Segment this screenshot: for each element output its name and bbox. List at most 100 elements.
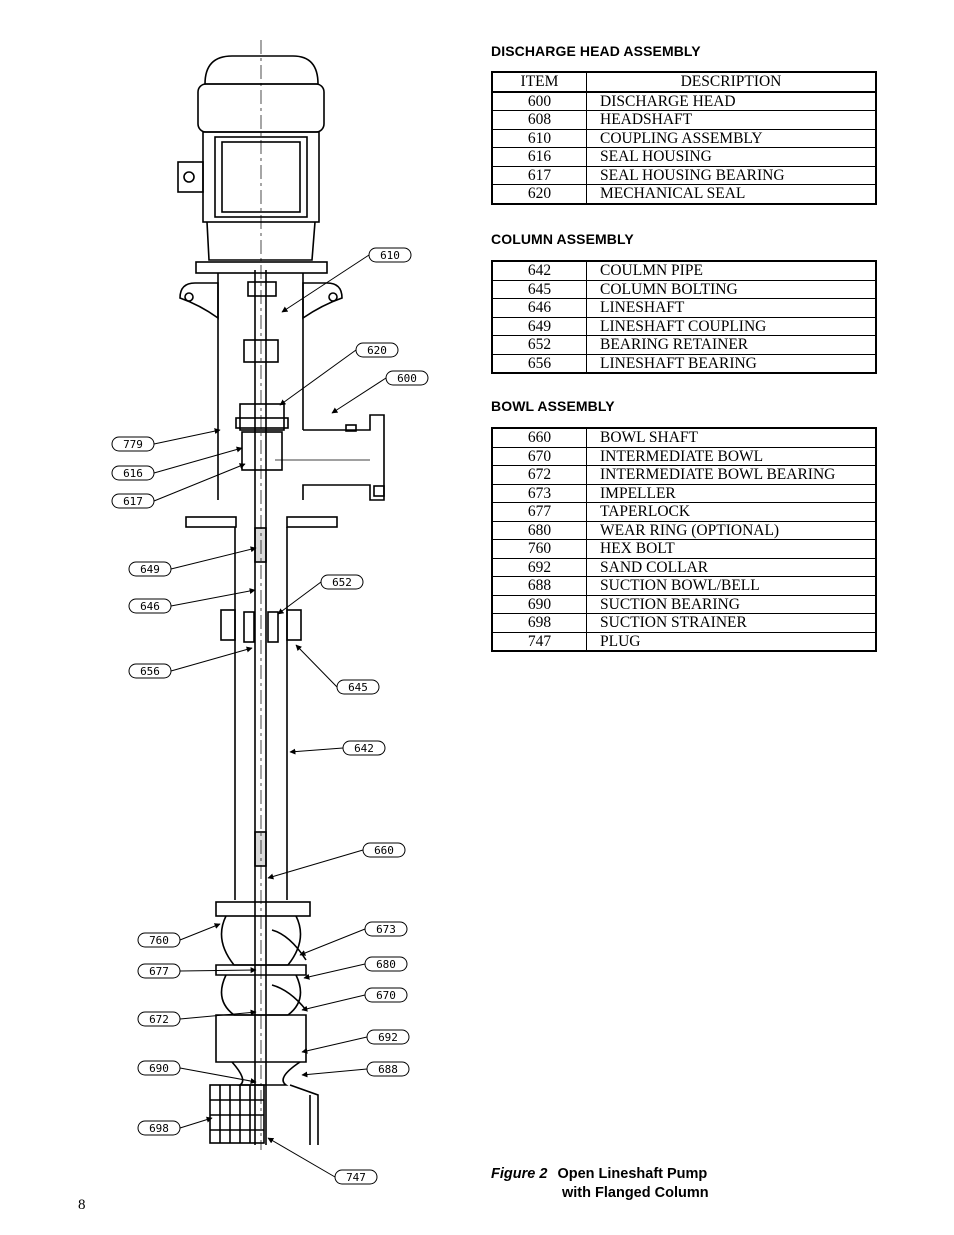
callout-label-617: 617 [123, 495, 143, 508]
item-number: 652 [491, 335, 587, 355]
callout-652 [277, 574, 364, 615]
callout-747 [267, 1137, 378, 1185]
item-description: WEAR RING (OPTIONAL) [586, 520, 877, 540]
callout-779 [111, 428, 221, 452]
callout-672 [137, 1009, 257, 1027]
item-description: SEAL HOUSING [586, 147, 877, 167]
table-header-row: ITEM DESCRIPTION [491, 71, 877, 93]
item-description: LINESHAFT [586, 298, 877, 318]
item-number: 660 [491, 427, 587, 448]
item-description: PLUG [586, 631, 877, 652]
column-header-description: DESCRIPTION [586, 71, 877, 93]
item-description: HEX BOLT [586, 539, 877, 559]
callout-label-779: 779 [123, 438, 143, 451]
callout-label-677: 677 [149, 965, 169, 978]
callout-label-610: 610 [380, 249, 400, 262]
discharge-head-heading: DISCHARGE HEAD ASSEMBLY [491, 43, 701, 59]
item-number: 600 [491, 91, 587, 111]
item-number: 617 [491, 165, 587, 185]
caption-line-1: Open Lineshaft Pump [557, 1166, 708, 1182]
callout-677 [137, 963, 257, 979]
callout-690 [137, 1060, 257, 1084]
item-description: DISCHARGE HEAD [586, 91, 877, 111]
callout-617 [111, 463, 246, 509]
item-number: 672 [491, 465, 587, 485]
caption-line-2: with Flanged Column [562, 1185, 709, 1201]
callout-660 [267, 842, 406, 880]
callout-642 [289, 740, 386, 756]
figure-number: Figure 2 [491, 1166, 548, 1182]
callout-680 [303, 956, 408, 980]
callout-label-670: 670 [376, 989, 396, 1002]
item-number: 642 [491, 260, 587, 281]
pump-assembly-drawing: 610 620 600 652 645 642 660 673 680 670 … [111, 40, 429, 1185]
item-description: SAND COLLAR [586, 557, 877, 577]
item-number: 620 [491, 184, 587, 204]
item-number: 616 [491, 147, 587, 167]
callout-760 [137, 923, 221, 948]
callout-label-646: 646 [140, 600, 160, 613]
callout-646 [128, 588, 256, 614]
item-number: 680 [491, 520, 587, 540]
item-number: 645 [491, 279, 587, 299]
item-description: TAPERLOCK [586, 502, 877, 522]
callout-label-620: 620 [367, 344, 387, 357]
callout-label-672: 672 [149, 1013, 169, 1026]
item-description: INTERMEDIATE BOWL BEARING [586, 465, 877, 485]
item-number: 646 [491, 298, 587, 318]
callout-610 [281, 247, 412, 313]
callout-692 [301, 1029, 410, 1054]
callout-656 [128, 646, 253, 679]
callout-label-600: 600 [397, 372, 417, 385]
callout-label-642: 642 [354, 742, 374, 755]
bowl-assembly-heading: BOWL ASSEMBLY [491, 398, 615, 414]
item-number: 608 [491, 110, 587, 130]
page-number: 8 [78, 1197, 86, 1213]
item-number: 760 [491, 539, 587, 559]
callout-label-698: 698 [149, 1122, 169, 1135]
item-number: 677 [491, 502, 587, 522]
column-assembly-heading: COLUMN ASSEMBLY [491, 231, 634, 247]
item-description: COUPLING ASSEMBLY [586, 128, 877, 148]
callout-label-690: 690 [149, 1062, 169, 1075]
item-description: MECHANICAL SEAL [586, 184, 877, 204]
item-number: 692 [491, 557, 587, 577]
item-number: 670 [491, 446, 587, 466]
item-description: LINESHAFT BEARING [586, 353, 877, 374]
item-number: 649 [491, 316, 587, 336]
item-description: BOWL SHAFT [586, 427, 877, 448]
item-number: 698 [491, 613, 587, 633]
motor [177, 55, 328, 274]
callout-label-747: 747 [346, 1171, 366, 1184]
item-description: HEADSHAFT [586, 110, 877, 130]
callout-label-656: 656 [140, 665, 160, 678]
callout-label-673: 673 [376, 923, 396, 936]
bowl-assembly [215, 901, 319, 1145]
item-description: IMPELLER [586, 483, 877, 503]
figure-caption: Figure 2 Open Lineshaft Pump with Flange… [491, 1165, 709, 1203]
callout-label-652: 652 [332, 576, 352, 589]
lineshaft [254, 270, 267, 1145]
